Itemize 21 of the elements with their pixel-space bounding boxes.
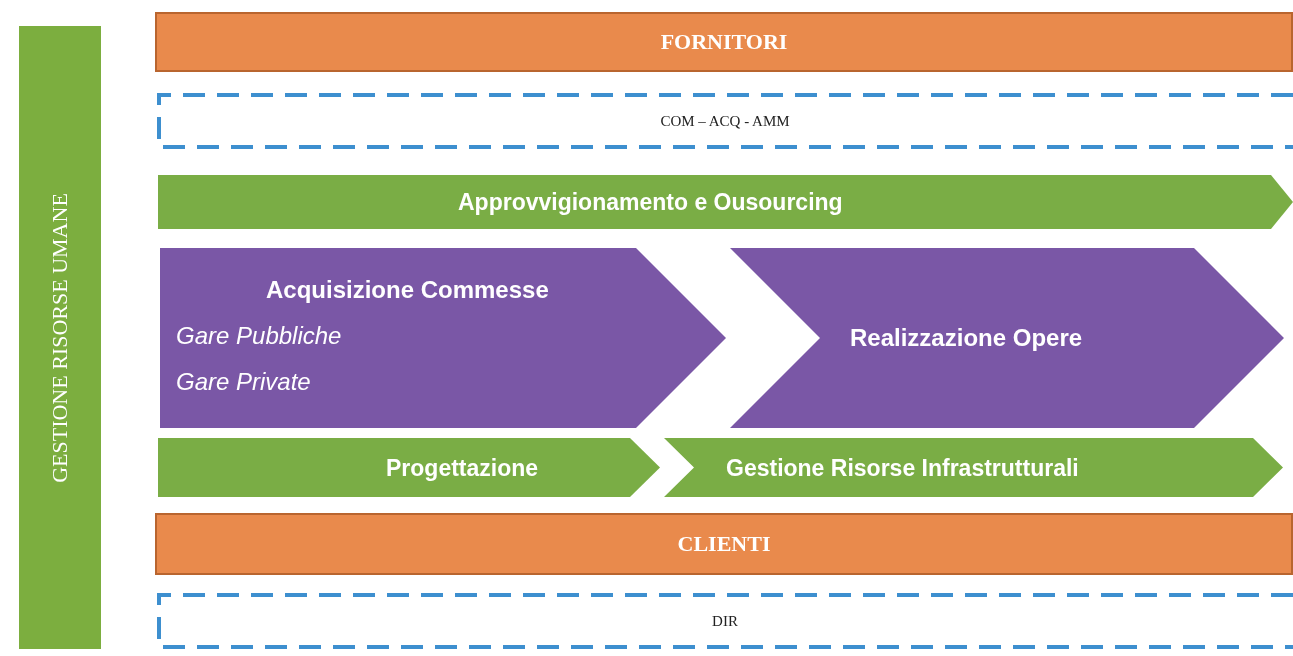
stage-title: Approvvigionamento e Ousourcing (458, 188, 843, 217)
unit-label: COM – ACQ - AMM (660, 112, 790, 131)
band-title: GESTIONE RISORSE UMANE (47, 192, 73, 483)
process-stage (730, 248, 1284, 428)
stage-title: Progettazione (386, 453, 539, 483)
stage-title: Gestione Risorse Infrastrutturali (726, 453, 1079, 483)
unit-label: DIR (712, 612, 738, 631)
stage-title: Acquisizione Commesse (266, 276, 549, 304)
dashed-box (157, 593, 1293, 649)
side-band (18, 25, 102, 650)
stage-item: Gare Pubbliche (176, 322, 342, 350)
process-stage (158, 438, 660, 497)
header-band (155, 12, 1293, 72)
process-stage (160, 248, 726, 428)
dashed-box (157, 93, 1293, 149)
header-band (155, 513, 1293, 575)
stage-title: Realizzazione Opere (850, 323, 1083, 353)
stage-item: Gare Private (176, 368, 311, 396)
band-title: CLIENTI (677, 530, 771, 558)
band-title: FORNITORI (660, 28, 788, 56)
process-stage (664, 438, 1283, 497)
